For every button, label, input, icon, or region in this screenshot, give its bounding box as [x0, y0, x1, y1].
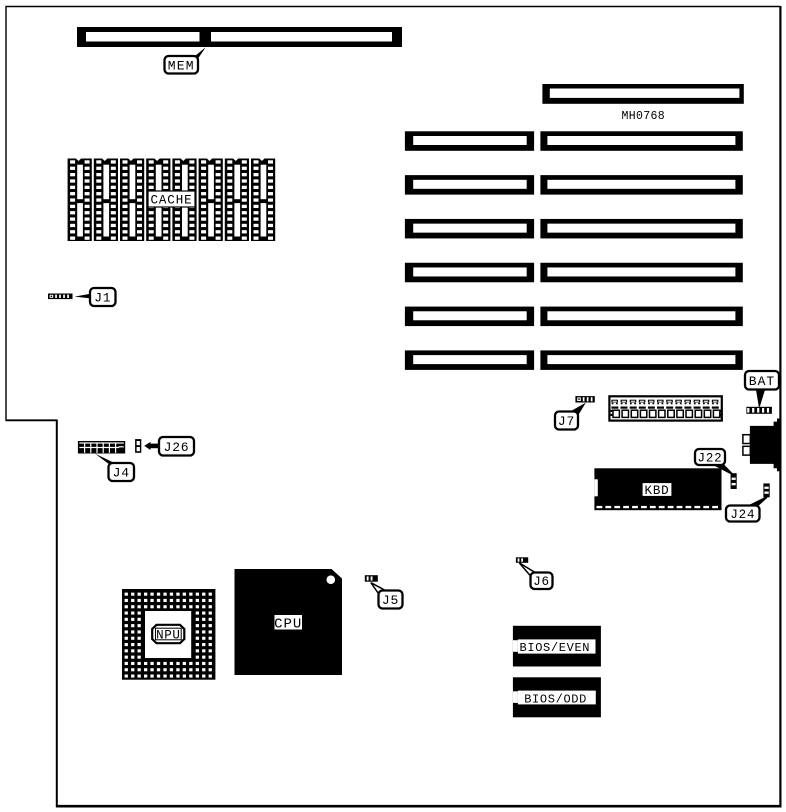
svg-text:J6: J6 [533, 575, 550, 589]
svg-text:MH0768: MH0768 [622, 110, 666, 123]
svg-text:J7: J7 [558, 414, 575, 429]
svg-text:MEM: MEM [168, 58, 195, 73]
svg-text:J24: J24 [730, 508, 755, 522]
svg-text:J4: J4 [113, 466, 130, 481]
svg-text:KBD: KBD [645, 484, 670, 498]
svg-text:BAT: BAT [749, 374, 775, 389]
svg-text:J5: J5 [382, 593, 399, 608]
svg-text:BIOS/EVEN: BIOS/EVEN [520, 641, 591, 655]
svg-text:J26: J26 [164, 440, 190, 455]
svg-text:J1: J1 [94, 291, 111, 306]
svg-text:NPU: NPU [156, 629, 180, 643]
svg-text:CACHE: CACHE [150, 193, 192, 207]
svg-text:J22: J22 [698, 451, 723, 465]
svg-text:CPU: CPU [274, 616, 302, 632]
svg-text:BIOS/ODD: BIOS/ODD [524, 693, 587, 707]
